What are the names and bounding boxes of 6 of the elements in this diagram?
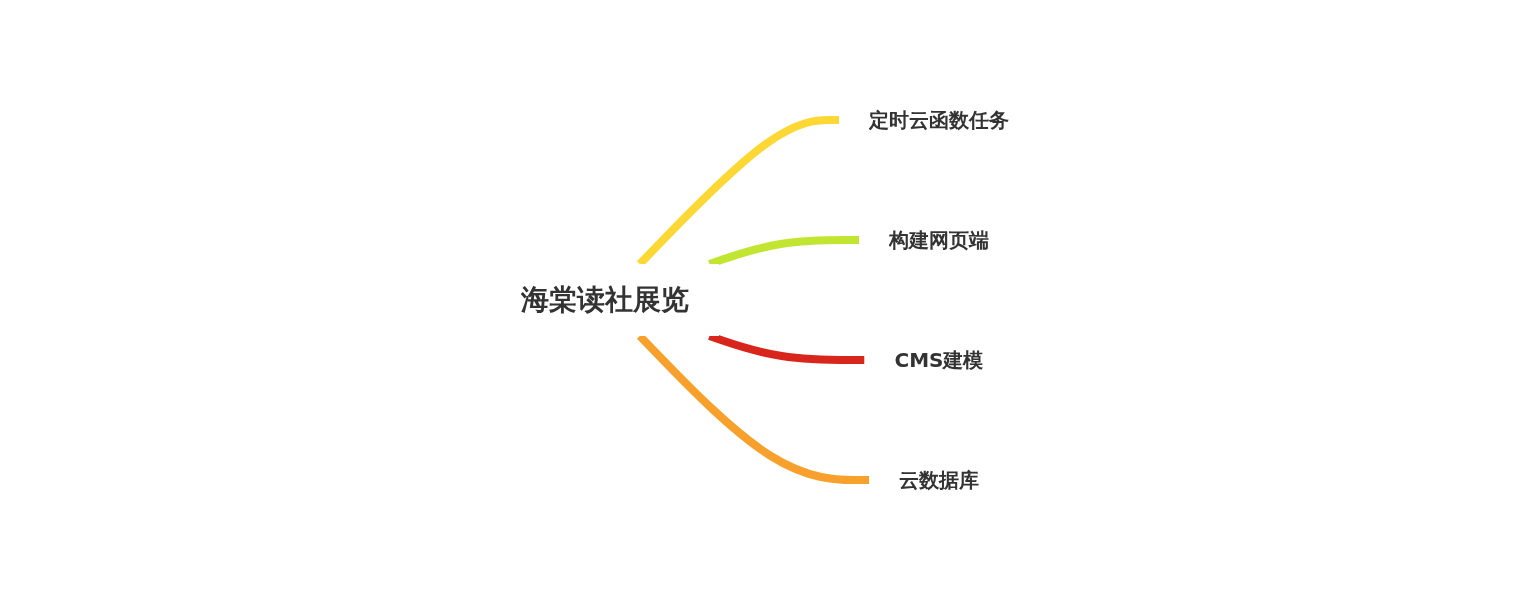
node-text: 构建网页端	[889, 228, 989, 252]
connector	[708, 332, 865, 364]
node-text: 定时云函数任务	[869, 108, 1009, 132]
node-text: CMS建模	[894, 348, 984, 372]
node-text: 云数据库	[899, 468, 979, 492]
node-text: 海棠读社展览	[521, 283, 689, 316]
